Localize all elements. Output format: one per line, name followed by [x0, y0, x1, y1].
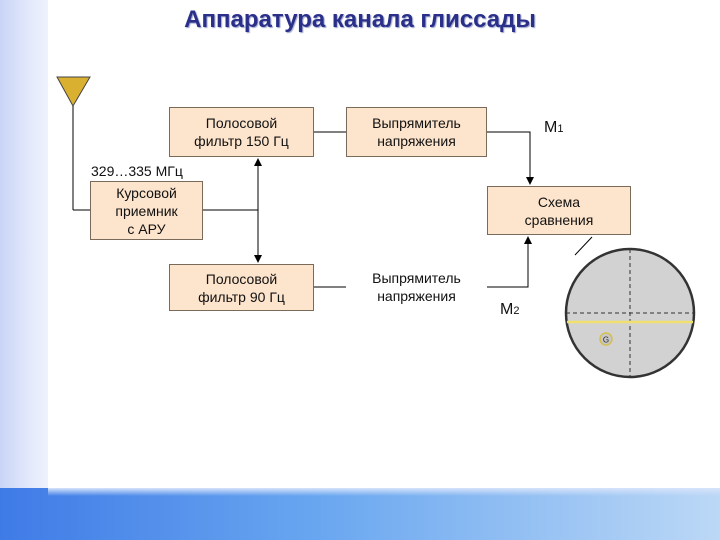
m2-letter: М [500, 301, 514, 318]
m1-subscript: 1 [557, 123, 564, 135]
deviation-indicator: G [564, 247, 696, 379]
bandpass-filter-150-block: Полосовой фильтр 150 Гц [169, 107, 314, 157]
bandpass-filter-90-block: Полосовой фильтр 90 Гц [169, 264, 314, 311]
course-receiver-block: Курсовой приемник с АРУ [90, 181, 203, 240]
m2-subscript: 2 [513, 305, 520, 317]
left-decor-band [0, 0, 48, 540]
m1-path-arrow [487, 131, 534, 185]
comparison-circuit-block: Схема сравнения [487, 186, 631, 235]
antenna-icon [56, 76, 91, 108]
rectifier-top-block: Выпрямитель напряжения [346, 107, 487, 157]
m1-letter: М [544, 119, 558, 136]
indicator-mark-icon [599, 332, 613, 346]
comparison-to-indicator-line [574, 236, 593, 256]
slide-title: Аппаратура канала глиссады [184, 6, 536, 33]
frequency-label: 329…335 МГц [91, 163, 183, 179]
m1-label: М1 [544, 119, 563, 137]
rectifier-bottom-block: Выпрямитель напряжения [372, 270, 461, 304]
bottom-decor-band [0, 488, 720, 540]
indicator-mark-label: G [603, 336, 609, 345]
m2-path-arrow [487, 236, 532, 288]
m2-label: М2 [500, 301, 519, 319]
